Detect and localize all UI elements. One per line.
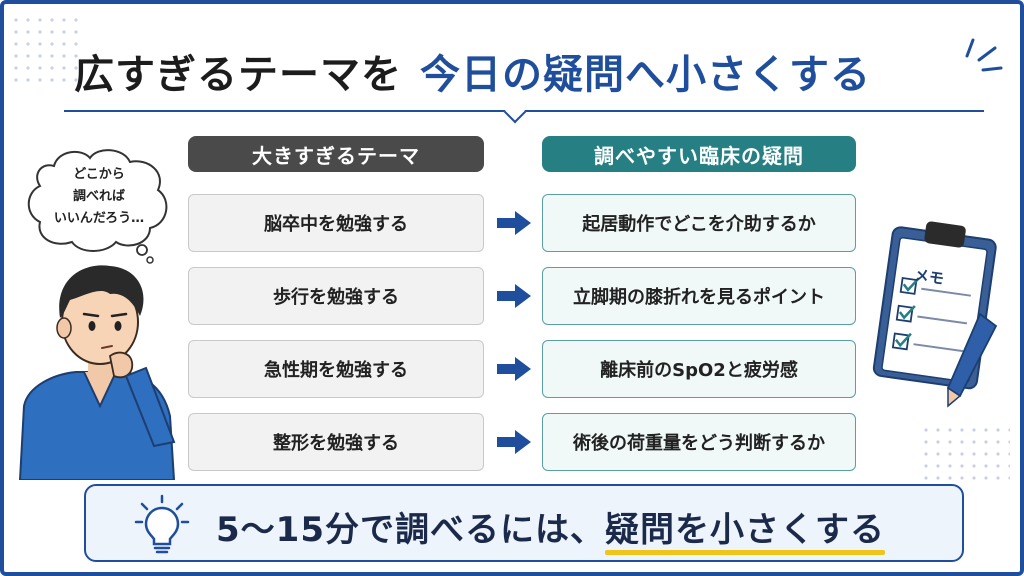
arrow-right-icon	[497, 430, 531, 454]
summary-banner: 5〜15分で調べるには、疑問を小さくする	[84, 484, 964, 562]
broad-theme-item: 整形を勉強する	[188, 413, 484, 471]
thought-line-1: どこから	[73, 167, 125, 182]
broad-theme-item: 歩行を勉強する	[188, 267, 484, 325]
clinical-question-item: 立脚期の膝折れを見るポイント	[542, 267, 856, 325]
thought-line-2: 調べれば	[72, 189, 125, 204]
dot-pattern-top-left	[10, 14, 84, 88]
clinical-question-item: 離床前のSpO2と疲労感	[542, 340, 856, 398]
clinical-question-item: 術後の荷重量をどう判断するか	[542, 413, 856, 471]
clipboard-label: メモ	[912, 265, 946, 288]
person-thinking-icon	[18, 265, 176, 480]
clipboard-icon	[872, 221, 998, 408]
title-notch	[503, 100, 527, 124]
broad-theme-item: 急性期を勉強する	[188, 340, 484, 398]
title-part-2: 今日の疑問へ小さくする	[420, 52, 871, 98]
thought-bubble-text: どこから 調べれば いいんだろう…	[26, 164, 172, 230]
summary-text-highlight: 疑問を小さくする	[604, 502, 885, 555]
broad-theme-item: 脳卒中を勉強する	[188, 194, 484, 252]
column-heading-broad-themes: 大きすぎるテーマ	[188, 136, 484, 172]
column-heading-clinical-questions: 調べやすい臨床の疑問	[542, 136, 856, 172]
dot-pattern-bottom-right	[920, 424, 1010, 484]
title-part-1: 広すぎるテーマを	[74, 52, 402, 98]
page-title: 広すぎるテーマを今日の疑問へ小さくする	[74, 42, 974, 100]
pen-icon	[946, 312, 998, 408]
arrow-right-icon	[497, 357, 531, 381]
arrow-right-icon	[497, 284, 531, 308]
speech-bubble-icon	[27, 149, 168, 264]
sparkle-lines-icon	[965, 38, 1003, 72]
summary-text: 5〜15分で調べるには、疑問を小さくする	[216, 502, 885, 555]
checkbox-icon	[891, 277, 971, 353]
clinical-question-item: 起居動作でどこを介助するか	[542, 194, 856, 252]
thought-line-3: いいんだろう…	[53, 211, 145, 226]
arrow-right-icon	[497, 211, 531, 235]
summary-text-part-1: 5〜15分で調べるには、	[216, 510, 605, 550]
lightbulb-icon	[134, 494, 190, 554]
